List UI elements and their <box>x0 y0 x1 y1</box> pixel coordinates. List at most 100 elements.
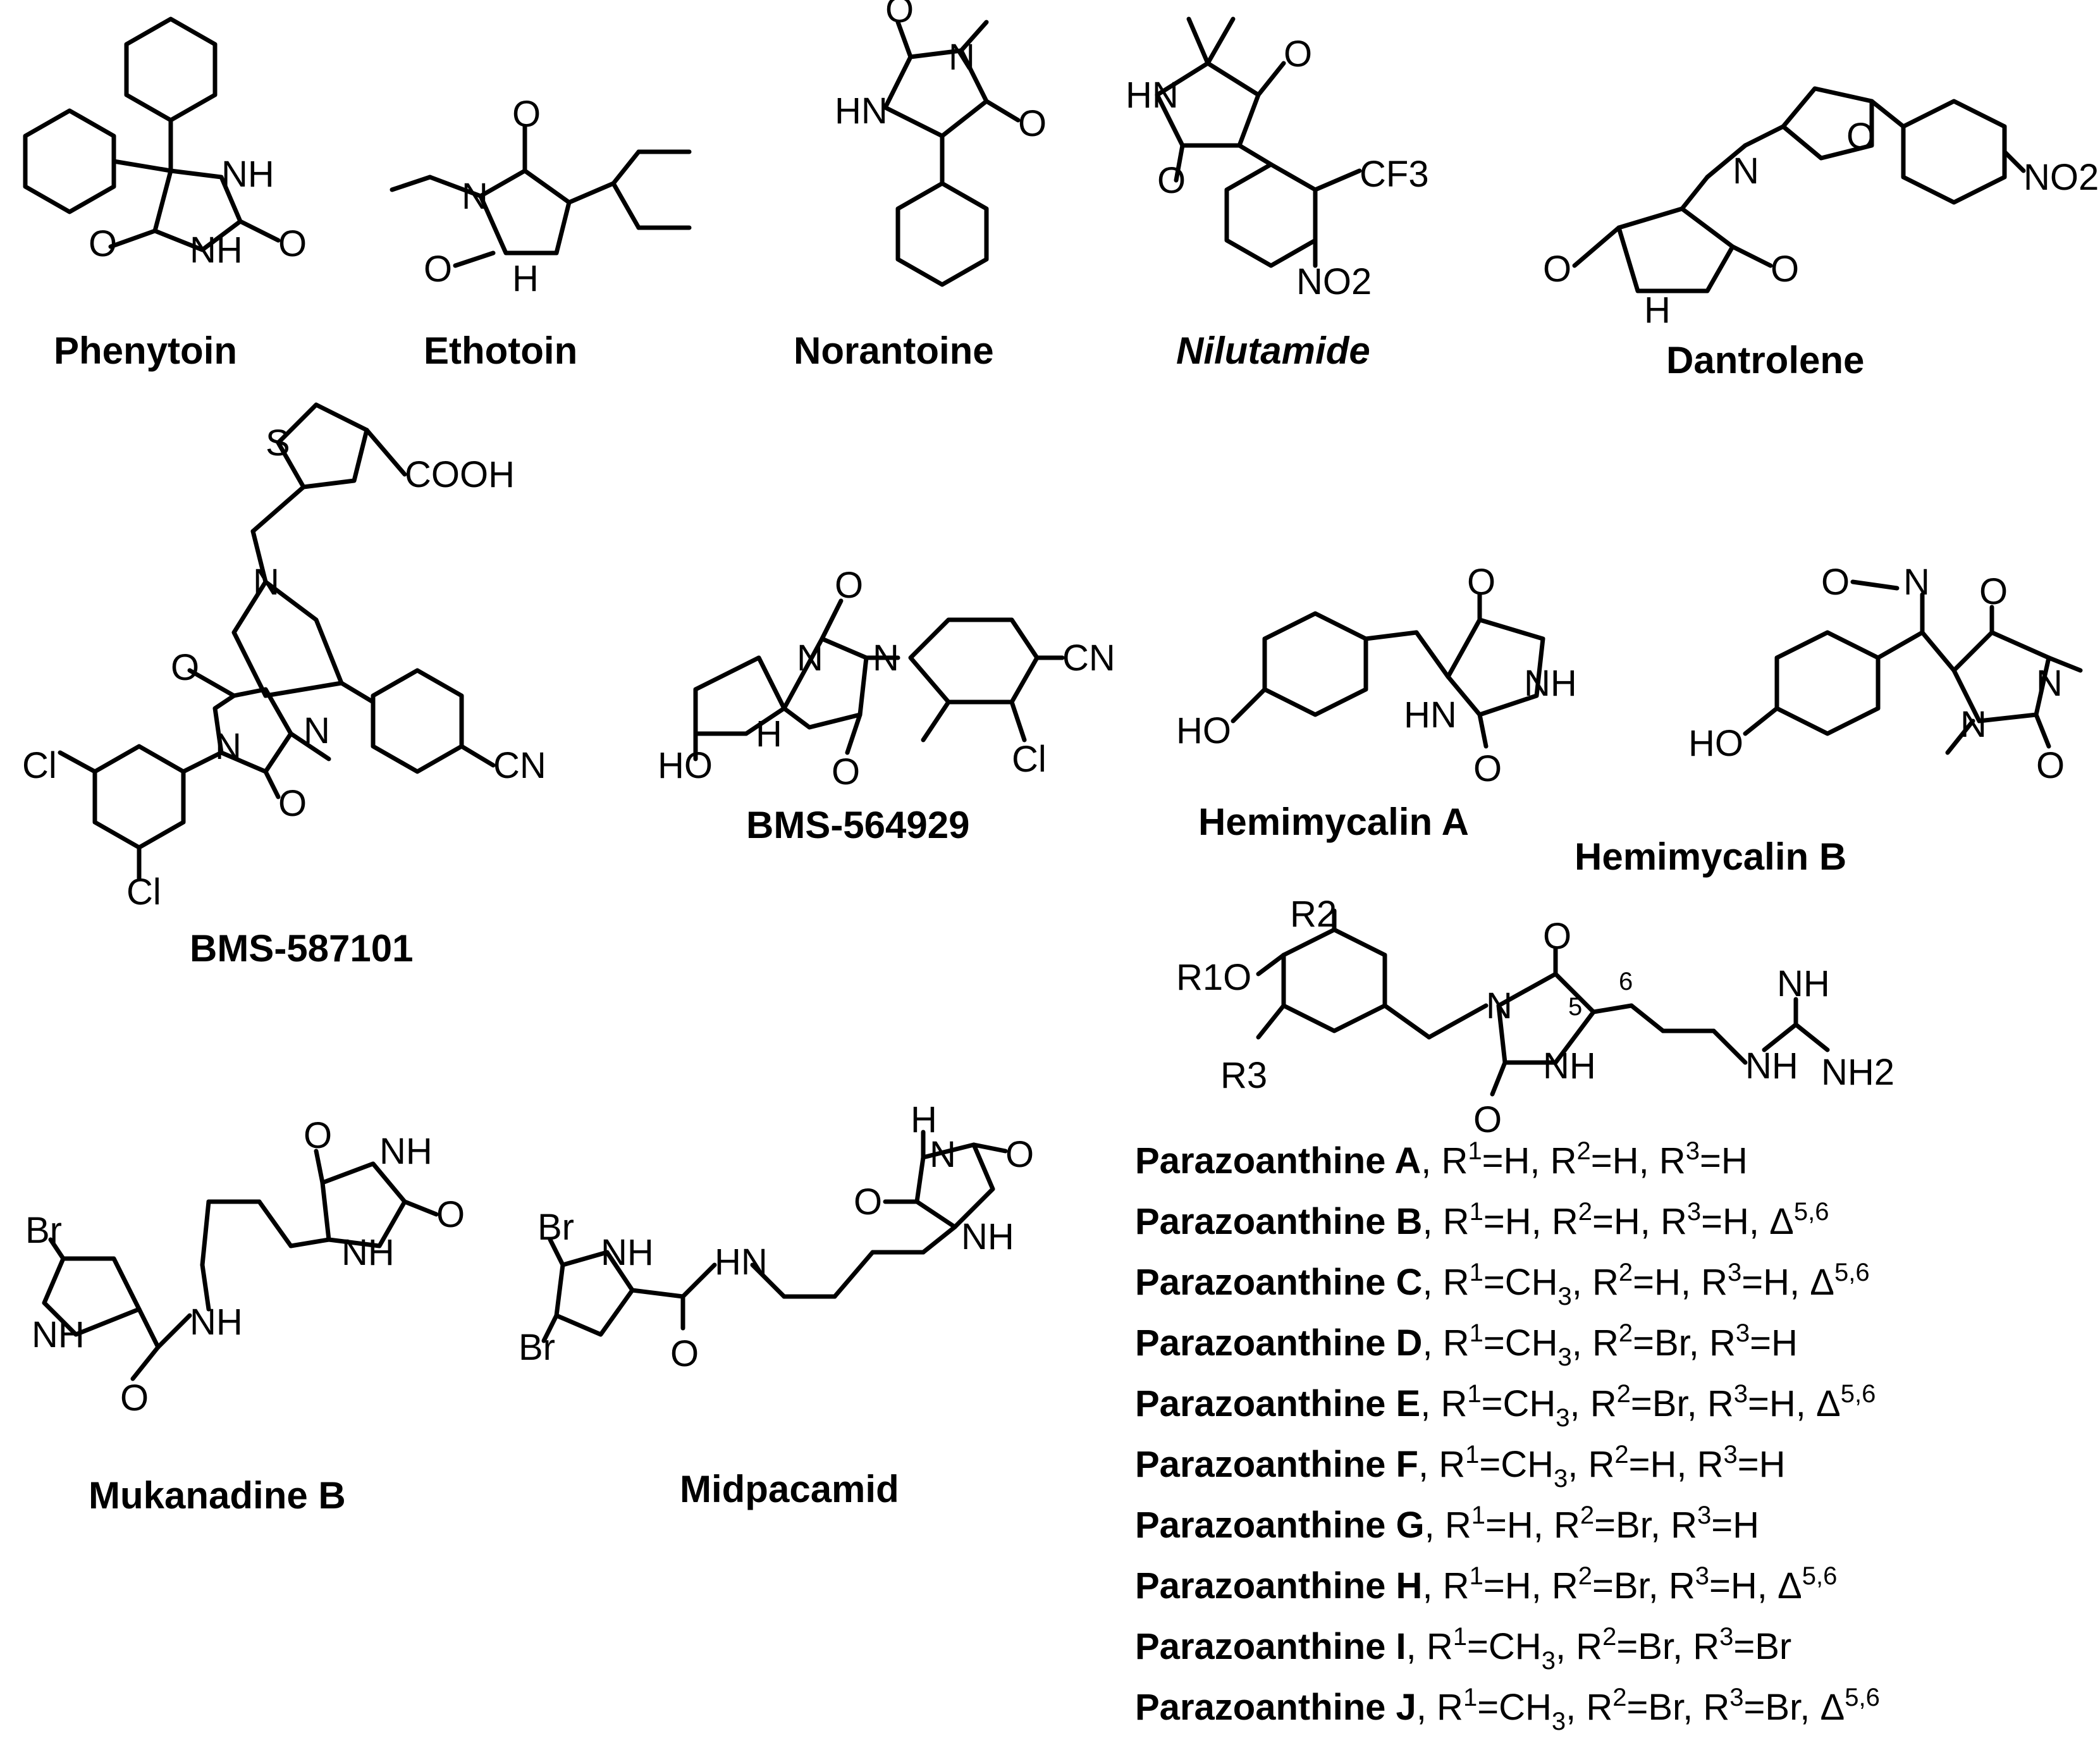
compound-name: Hemimycalin B <box>1575 835 1846 878</box>
atom-label: CN <box>1062 638 1115 679</box>
atom-label: N <box>1960 704 1987 745</box>
atom-label: O <box>835 565 863 606</box>
structure-phenytoin: NH O O NH Phenytoin <box>23 16 307 372</box>
atom-label: H <box>911 1099 937 1140</box>
atom-label: NH <box>961 1216 1014 1257</box>
atom-label: O <box>1473 748 1502 789</box>
atom-label: O <box>278 223 307 264</box>
atom-label: NH <box>341 1232 395 1273</box>
atom-label: CF3 <box>1360 154 1429 195</box>
atom-label: Br <box>537 1207 574 1248</box>
pyrrole-ring <box>42 1256 142 1337</box>
aryl-ring <box>371 668 464 774</box>
parazoanthine-list: Parazoanthine A, R1=H, R2=H, R3=HParazoa… <box>1135 1137 1880 1735</box>
atom-label: O <box>1821 562 1850 603</box>
atom-label: HO <box>1688 723 1743 764</box>
parazoanthine-entry: Parazoanthine G, R1=H, R2=Br, R3=H <box>1135 1501 1759 1546</box>
atom-label: N <box>873 638 899 679</box>
atom-label: O <box>854 1181 882 1223</box>
atom-label: O <box>1157 160 1186 201</box>
phenyl-ring <box>895 181 989 287</box>
structure-mukanadine-b: O NH O NH NH O Br NH Mukanadine B <box>25 1115 465 1517</box>
atom-label: O <box>1018 103 1047 144</box>
atom-label: Br <box>25 1210 62 1251</box>
atom-label: N <box>253 562 279 603</box>
parazoanthine-entry: Parazoanthine J, R1=CH3, R2=Br, R3=Br, Δ… <box>1135 1684 1880 1735</box>
atom-label: NH <box>1745 1045 1798 1087</box>
parazoanthine-name: Parazoanthine G <box>1135 1505 1425 1546</box>
atom-label: N <box>1486 985 1513 1026</box>
atom-label: O <box>304 1115 332 1156</box>
atom-label: Cl <box>22 745 57 786</box>
atom-label: R3 <box>1220 1055 1267 1096</box>
compound-name: Norantoine <box>794 330 994 372</box>
parazoanthine-entry: Parazoanthine E, R1=CH3, R2=Br, R3=H, Δ5… <box>1135 1380 1876 1432</box>
structure-nilutamide: HN O O CF3 NO2 Nilutamide <box>1126 16 1429 372</box>
phenol-ring <box>1774 630 1881 736</box>
parazoanthine-entry: Parazoanthine H, R1=H, R2=Br, R3=H, Δ5,6 <box>1135 1562 1837 1606</box>
structure-dantrolene: N O O O H NO2 Dantrolene <box>1543 86 2099 381</box>
position-label: 6 <box>1619 968 1633 995</box>
structure-bms-587101: S COOH N O N N O CN Cl Cl BMS-587101 <box>22 402 546 970</box>
atom-label: HN <box>835 90 888 132</box>
atom-label: N <box>215 726 242 767</box>
atom-label: R2 <box>1290 894 1337 935</box>
atom-label: H <box>756 713 782 755</box>
atom-label: H <box>1644 290 1671 331</box>
atom-label: S <box>266 422 290 464</box>
atom-label: HN <box>1126 75 1179 116</box>
atom-label: NH2 <box>1821 1052 1894 1093</box>
atom-label: NO2 <box>2023 157 2099 198</box>
atom-label: H <box>512 258 539 299</box>
structure-bms-564929: O N N O HO H CN Cl BMS-564929 <box>658 565 1115 846</box>
atom-label: O <box>171 647 199 688</box>
atom-label: O <box>1846 116 1875 157</box>
parazoanthine-entry: Parazoanthine D, R1=CH3, R2=Br, R3=H <box>1135 1319 1798 1371</box>
atom-label: O <box>1284 34 1312 75</box>
aryl-ring <box>1901 99 2007 205</box>
atom-label: O <box>278 783 307 824</box>
atom-label: HN <box>1404 694 1457 736</box>
atom-label: HN <box>715 1242 768 1283</box>
atom-label: N <box>1903 562 1930 603</box>
atom-label: O <box>832 751 860 792</box>
atom-label: NH <box>221 154 274 195</box>
parazoanthine-entry: Parazoanthine A, R1=H, R2=H, R3=H <box>1135 1137 1748 1181</box>
atom-label: N <box>930 1134 956 1175</box>
compound-name: BMS-587101 <box>190 927 414 970</box>
structure-parazoanthine-core: R1O R2 R3 O N 5 6 NH O NH NH NH2 <box>1176 894 1894 1140</box>
compound-name: Midpacamid <box>680 1468 899 1510</box>
atom-label: O <box>1467 562 1495 603</box>
atom-label: N <box>304 710 330 751</box>
atom-label: Cl <box>1012 739 1047 780</box>
atom-label: O <box>670 1333 699 1374</box>
parazoanthine-entry: Parazoanthine F, R1=CH3, R2=H, R3=H <box>1135 1441 1786 1493</box>
parazoanthine-name: Parazoanthine D <box>1135 1322 1422 1364</box>
atom-label: O <box>89 223 117 264</box>
thiophene-ring <box>276 402 369 490</box>
parazoanthine-name: Parazoanthine A <box>1135 1140 1421 1181</box>
compound-name: Hemimycalin A <box>1198 801 1469 843</box>
atom-label: NO2 <box>1296 261 1372 302</box>
compound-name: Nilutamide <box>1176 330 1370 372</box>
atom-label: O <box>1543 249 1571 290</box>
parazoanthine-name: Parazoanthine F <box>1135 1444 1418 1485</box>
furan-ring <box>1781 86 1874 161</box>
structure-hemimycalin-b: O N O N N O HO Hemimycalin B <box>1575 562 2083 878</box>
parazoanthine-entry: Parazoanthine I, R1=CH3, R2=Br, R3=Br <box>1135 1623 1791 1675</box>
compound-name: Phenytoin <box>54 330 237 372</box>
atom-label: O <box>1771 249 1799 290</box>
atom-label: O <box>120 1377 149 1419</box>
phenyl-ring <box>124 16 218 123</box>
atom-label: O <box>424 249 452 290</box>
pyrrole-ring <box>554 1250 635 1337</box>
parazoanthine-name: Parazoanthine H <box>1135 1565 1422 1606</box>
atom-label: N <box>462 176 488 217</box>
atom-label: NH <box>1777 963 1830 1004</box>
phenyl-ring <box>23 108 116 214</box>
compound-name: Ethotoin <box>424 330 577 372</box>
atom-label: NH <box>32 1314 85 1355</box>
atom-label: N <box>2036 663 2063 704</box>
atom-label: Br <box>519 1327 555 1368</box>
